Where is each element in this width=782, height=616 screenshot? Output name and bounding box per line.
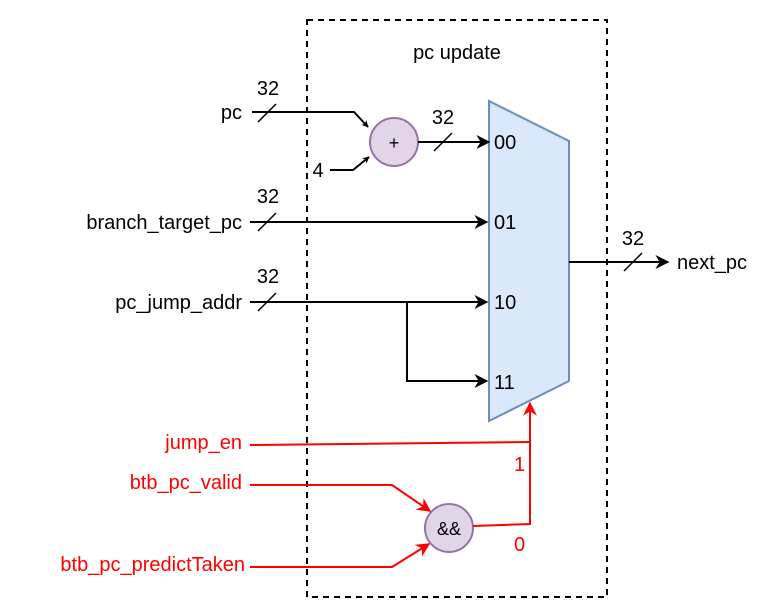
select-bit-high: 1 — [514, 454, 525, 476]
mux-block — [488, 99, 570, 423]
btb-pc-valid-wire — [250, 484, 432, 512]
next-pc-label: next_pc — [677, 252, 747, 274]
output-bus-width: 32 — [622, 228, 644, 250]
btb-pc-predict-taken-label: btb_pc_predictTaken — [60, 554, 245, 576]
pc-wire — [252, 111, 369, 128]
branch-bus-width: 32 — [257, 186, 279, 208]
pc-label: pc — [221, 102, 242, 124]
adder-bus-tick — [433, 132, 453, 152]
module-boundary — [306, 19, 608, 598]
select-bit-low: 0 — [514, 534, 525, 556]
module-title: pc update — [413, 42, 501, 64]
mux-port-00: 00 — [494, 132, 516, 154]
mux-port-01: 01 — [494, 212, 516, 234]
branch-bus-tick — [257, 212, 277, 232]
jump-bus-width: 32 — [257, 266, 279, 288]
mux-port-10: 10 — [494, 292, 516, 314]
const-four-wire — [330, 156, 370, 171]
btb-pc-predict-taken-wire — [250, 543, 431, 568]
and-gate-circle — [424, 503, 474, 553]
pc-jump-addr-label: pc_jump_addr — [115, 292, 242, 314]
btb-pc-valid-label: btb_pc_valid — [130, 472, 242, 494]
adder-bus-width: 32 — [432, 107, 454, 129]
const-four-label: 4 — [312, 160, 323, 182]
pc-bus-tick — [257, 103, 277, 123]
mux-port-11: 11 — [494, 372, 515, 394]
output-bus-tick — [623, 252, 643, 272]
select-wire — [472, 401, 537, 527]
pc-bus-width: 32 — [257, 78, 279, 100]
jump-bus-tick — [257, 292, 277, 312]
pc-jump-addr-branch-wire — [406, 302, 489, 388]
adder-symbol: + — [389, 133, 400, 153]
jump-en-label: jump_en — [164, 432, 242, 454]
branch-target-pc-label: branch_target_pc — [86, 212, 242, 234]
and-gate-symbol: && — [437, 519, 461, 539]
jump-en-wire — [249, 441, 531, 446]
